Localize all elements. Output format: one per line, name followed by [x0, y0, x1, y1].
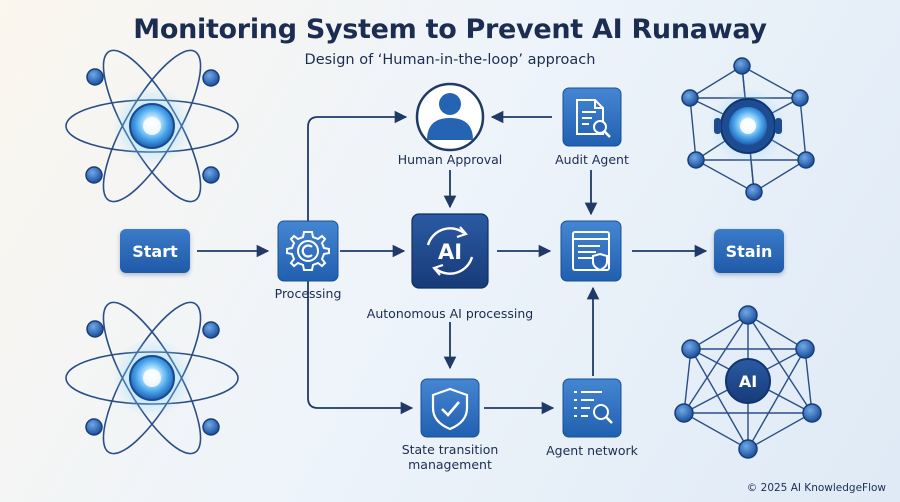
start-label: Start — [132, 241, 178, 261]
copyright: © 2025 AI KnowledgeFlow — [746, 482, 886, 494]
human-approval-label: Human Approval — [397, 152, 503, 167]
ai-cycle-icon — [426, 226, 474, 276]
audit-agent-label: Audit Agent — [555, 152, 629, 167]
agent-network-label: Agent network — [546, 443, 638, 458]
start-button[interactable]: Start — [120, 229, 190, 273]
document-search-icon — [576, 99, 611, 138]
network-ai-label: AI — [739, 372, 757, 391]
browser-shield-icon — [572, 231, 610, 272]
atom-icon — [65, 301, 239, 455]
state-transition-label-line2: management — [408, 457, 492, 472]
agent-network-node[interactable] — [562, 378, 622, 438]
stain-label: Stain — [725, 241, 773, 261]
user-icon — [427, 93, 473, 140]
shield-check-icon — [431, 387, 469, 431]
arrow-processing-to-state — [307, 280, 414, 415]
processing-label: Processing — [274, 286, 342, 301]
stain-button[interactable]: Stain — [714, 229, 784, 273]
autonomous-label: Autonomous AI processing — [366, 306, 534, 321]
list-search-icon — [574, 391, 613, 424]
audit-document-node[interactable] — [560, 220, 622, 282]
ai-center-node[interactable]: AI — [411, 213, 489, 289]
state-transition-node[interactable] — [420, 378, 480, 438]
state-transition-label-line1: State transition — [401, 442, 499, 457]
connectors — [197, 110, 708, 415]
ai-center-label: AI — [438, 240, 462, 264]
ai-network-icon: AI — [674, 305, 822, 459]
human-approval-node[interactable] — [415, 82, 485, 152]
audit-agent-node[interactable] — [562, 87, 622, 147]
gear-c-icon — [286, 231, 330, 271]
robot-network-icon — [681, 57, 815, 201]
page-subtitle: Design of ‘Human-in-the-loop’ approach — [304, 52, 596, 68]
state-transition-label: State transition management — [390, 442, 510, 472]
atom-icon — [65, 49, 239, 203]
page-title: Monitoring System to Prevent AI Runaway — [133, 14, 767, 45]
processing-node[interactable] — [277, 220, 339, 282]
arrow-processing-to-human — [307, 110, 408, 222]
